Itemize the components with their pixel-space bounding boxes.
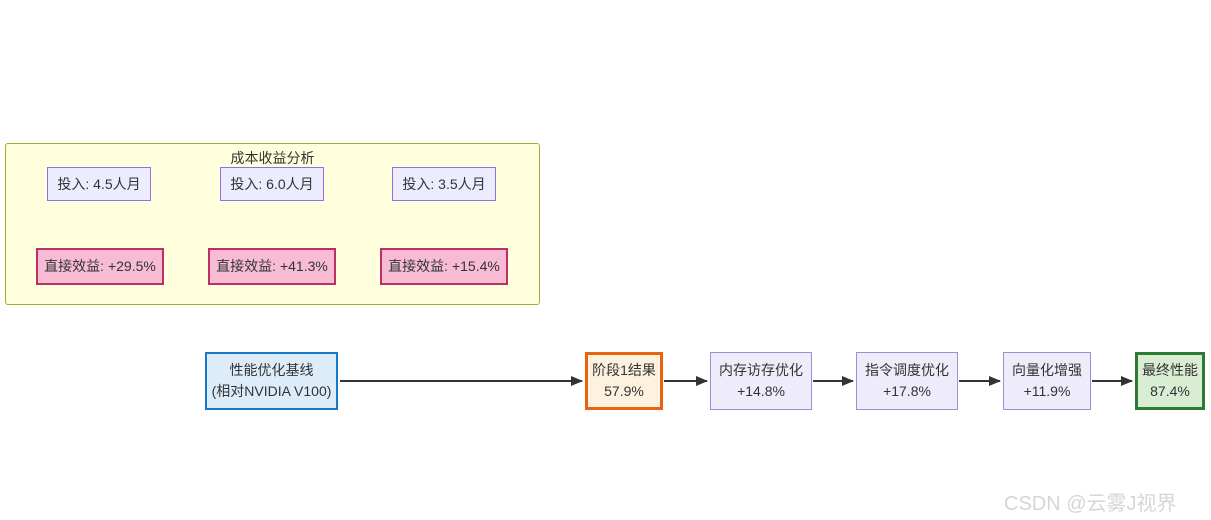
stage-label: 指令调度优化: [865, 362, 949, 378]
stage-label: 阶段1结果: [592, 362, 656, 378]
input-node-1: 投入: 4.5人月: [47, 167, 151, 201]
stage-label: 最终性能: [1142, 362, 1198, 378]
final-performance-node: 最终性能 87.4%: [1135, 352, 1205, 410]
watermark: CSDN @云雾J视界: [1004, 493, 1177, 515]
stage-value: 57.9%: [604, 383, 644, 399]
stage-node-memory: 内存访存优化 +14.8%: [710, 352, 812, 410]
stage-label: 内存访存优化: [719, 362, 803, 378]
benefit-node-3: 直接效益: +15.4%: [380, 248, 508, 285]
stage-node-instruction: 指令调度优化 +17.8%: [856, 352, 958, 410]
cluster-title: 成本收益分析: [230, 150, 315, 166]
benefit-node-2: 直接效益: +41.3%: [208, 248, 336, 285]
stage-value: +17.8%: [883, 383, 931, 399]
stage-node-vectorization: 向量化增强 +11.9%: [1003, 352, 1091, 410]
benefit-node-1: 直接效益: +29.5%: [36, 248, 164, 285]
input-node-3: 投入: 3.5人月: [392, 167, 496, 201]
baseline-line1: 性能优化基线: [229, 362, 314, 378]
stage-value: 87.4%: [1150, 383, 1190, 399]
stage-label: 向量化增强: [1012, 362, 1082, 378]
input-node-2: 投入: 6.0人月: [220, 167, 324, 201]
baseline-line2: (相对NVIDIA V100): [211, 383, 332, 399]
stage-value: +11.9%: [1023, 383, 1071, 399]
stage-node-phase1: 阶段1结果 57.9%: [585, 352, 663, 410]
stage-value: +14.8%: [737, 383, 785, 399]
baseline-node: 性能优化基线 (相对NVIDIA V100): [205, 352, 338, 410]
